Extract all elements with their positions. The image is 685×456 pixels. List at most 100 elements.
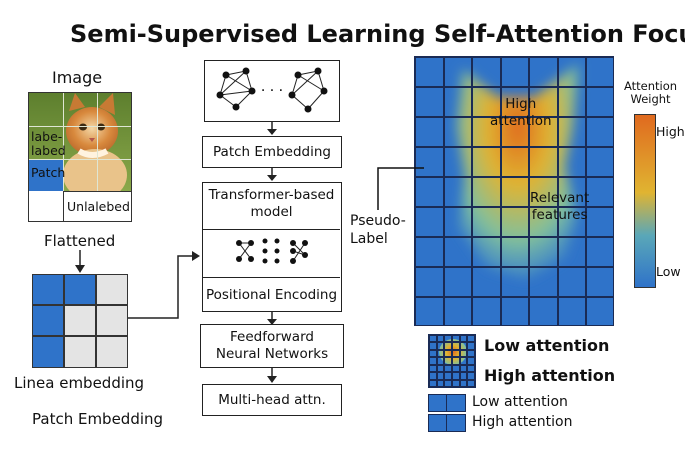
heatmap-cell bbox=[586, 177, 613, 207]
heatmap-cell bbox=[443, 237, 473, 267]
heatmap-cell bbox=[472, 177, 501, 207]
heatmap-cell bbox=[586, 297, 613, 325]
heatmap-cell bbox=[557, 207, 587, 237]
heatmap-cell bbox=[443, 147, 473, 177]
heatmap-cell bbox=[557, 117, 587, 147]
mini-heatmap-cell bbox=[452, 342, 460, 350]
legend-swatch-high bbox=[428, 414, 466, 432]
heatmap-cell bbox=[529, 237, 558, 267]
mini-heatmap-cell bbox=[429, 372, 437, 380]
heatmap-cell bbox=[472, 297, 501, 325]
heatmap-cell bbox=[472, 237, 501, 267]
heatmap-cell bbox=[586, 237, 613, 267]
unlabeled-label: Unlalebed bbox=[67, 199, 130, 214]
heatmap-cell bbox=[415, 147, 444, 177]
mini-heatmap-cell bbox=[452, 357, 460, 365]
step-feedforward: Feedforward Neural Networks bbox=[200, 324, 344, 368]
heatmap-cell bbox=[500, 177, 530, 207]
mini-heatmap-cell bbox=[436, 349, 445, 358]
legend-swatch-low bbox=[428, 394, 466, 412]
heatmap-cell bbox=[586, 117, 613, 147]
left-title: Semi-Supervised Learning bbox=[70, 20, 426, 48]
heatmap-cell bbox=[500, 297, 530, 325]
heatmap-cell bbox=[557, 147, 587, 177]
mini-heatmap-cell bbox=[467, 379, 475, 387]
heatmap-cell bbox=[586, 267, 613, 297]
attention-network-icon bbox=[236, 238, 308, 264]
patched-image: labe- labed Patch Unlalebed bbox=[28, 92, 132, 222]
mini-heatmap-cell bbox=[459, 357, 468, 365]
heatmap-cell bbox=[415, 117, 444, 147]
linear-embedding-label: Linea embedding bbox=[14, 374, 145, 392]
patch-label: Patch bbox=[31, 165, 66, 180]
heatmap-cell bbox=[415, 267, 444, 297]
heatmap-cell bbox=[586, 57, 613, 87]
image-label: Image bbox=[52, 68, 103, 87]
heatmap-cell bbox=[415, 207, 444, 237]
mini-heatmap-cell bbox=[452, 364, 460, 373]
step-positional-encoding: Positional Encoding bbox=[205, 287, 338, 303]
heatmap-cell bbox=[557, 297, 587, 325]
colorbar-high-label: High bbox=[656, 124, 685, 139]
mini-heatmap-cell bbox=[459, 379, 468, 387]
heatmap-cell bbox=[443, 297, 473, 325]
mini-heatmap-cell bbox=[467, 364, 475, 373]
heatmap-cell bbox=[500, 147, 530, 177]
colorbar-low-label: Low bbox=[656, 264, 681, 279]
heatmap-cell bbox=[529, 147, 558, 177]
graph-ellipsis: · · · bbox=[261, 83, 283, 99]
legend-low-attention-small: Low attention bbox=[472, 394, 568, 410]
colorbar bbox=[634, 114, 656, 288]
heatmap-cell bbox=[529, 117, 558, 147]
heatmap-cell bbox=[472, 57, 501, 87]
mini-heatmap-cell bbox=[436, 342, 445, 350]
heatmap-cell bbox=[557, 87, 587, 117]
flattened-label: Flattened bbox=[44, 232, 116, 250]
high-attention-annotation: High attention bbox=[490, 96, 552, 129]
heatmap-cell bbox=[500, 57, 530, 87]
heatmap-cell bbox=[586, 147, 613, 177]
patch-embedding-label: Patch Embedding bbox=[32, 410, 164, 428]
heatmap-cell bbox=[500, 207, 530, 237]
pseudo-label-connector bbox=[377, 167, 424, 210]
heatmap-cell bbox=[586, 207, 613, 237]
labeled-label: labe- labed bbox=[31, 129, 66, 158]
mini-heatmap-cell bbox=[444, 342, 452, 350]
heatmap-cell bbox=[415, 237, 444, 267]
step-transformer-model: Transformer-based model bbox=[208, 187, 335, 220]
step-multihead-attn: Multi-head attn. bbox=[202, 384, 342, 416]
mini-heatmap-cell bbox=[429, 357, 437, 365]
heatmap-cell bbox=[557, 267, 587, 297]
mini-heatmap-cell bbox=[444, 379, 452, 387]
heatmap-cell bbox=[529, 57, 558, 87]
mini-heatmap-cell bbox=[459, 372, 468, 380]
heatmap-cell bbox=[443, 267, 473, 297]
mini-heatmap-cell bbox=[436, 357, 445, 365]
heatmap-cell bbox=[557, 177, 587, 207]
relevant-features-annotation: Relevant features bbox=[530, 190, 590, 223]
mini-heatmap-cell bbox=[429, 342, 437, 350]
heatmap-cell bbox=[443, 207, 473, 237]
heatmap-cell bbox=[557, 237, 587, 267]
legend-high-attention-small: High attention bbox=[472, 414, 573, 430]
mini-heatmap-cell bbox=[467, 357, 475, 365]
legend-low-attention-large: Low attention bbox=[484, 336, 610, 355]
mini-heatmap-cell bbox=[444, 364, 452, 373]
arrow-1 bbox=[267, 122, 277, 135]
heatmap-cell bbox=[529, 207, 558, 237]
mini-heatmap-cell bbox=[444, 335, 452, 343]
heatmap-cell bbox=[472, 117, 501, 147]
heatmap-cell bbox=[415, 87, 444, 117]
heatmap-cell bbox=[586, 87, 613, 117]
arrow-3 bbox=[267, 312, 277, 325]
heatmap-cell bbox=[529, 297, 558, 325]
mini-heatmap-cell bbox=[467, 335, 475, 343]
linear-embedding-grid bbox=[32, 274, 128, 368]
mini-heatmap-cell bbox=[429, 335, 437, 343]
heatmap-cell bbox=[472, 87, 501, 117]
heatmap-cell bbox=[415, 297, 444, 325]
heatmap-cell bbox=[443, 57, 473, 87]
mini-heatmap-cell bbox=[436, 335, 445, 343]
arrow-2 bbox=[267, 168, 277, 181]
mini-heatmap-cell bbox=[459, 349, 468, 358]
